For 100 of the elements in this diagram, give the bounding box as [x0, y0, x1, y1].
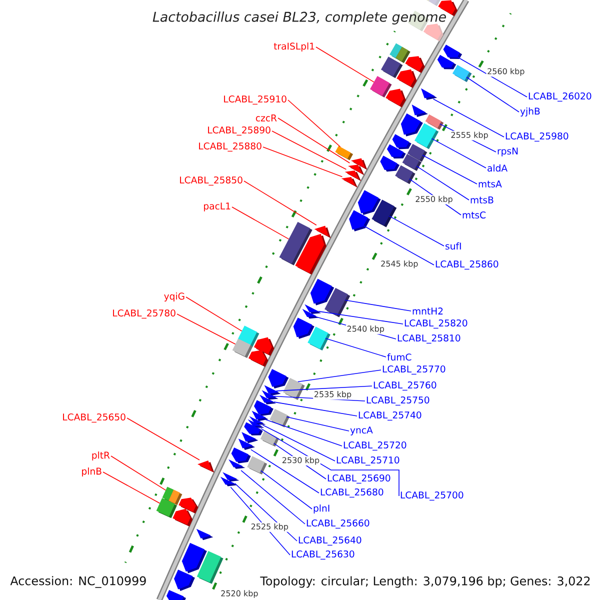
tick-label: 2520 kbp	[220, 589, 260, 599]
gene-label: yjhB	[520, 107, 540, 116]
leader-line	[344, 300, 412, 312]
gene-label: LCABL_25750	[366, 396, 430, 406]
leader-line	[110, 456, 166, 491]
gene-block	[443, 44, 462, 60]
leader-line	[232, 206, 290, 240]
leader-line	[102, 472, 160, 504]
leader-line	[288, 100, 341, 148]
leader-line	[316, 46, 374, 82]
gene-label: LCABL_25660	[306, 519, 370, 529]
gene-label: LCABL_25980	[506, 132, 568, 142]
gene-label: mtsB	[470, 196, 494, 204]
leader-line	[244, 180, 317, 226]
gene-label: LCABL_25680	[320, 488, 384, 498]
gene-label: LCABL_25650	[63, 413, 126, 423]
gene-label: LCABL_25690	[328, 474, 390, 484]
leader-line	[432, 98, 504, 138]
gene-label: pacL1	[204, 202, 230, 212]
gene-block	[279, 222, 326, 275]
leader-line	[260, 470, 312, 510]
leader-line	[466, 76, 520, 112]
leader-line	[272, 130, 347, 170]
leader-line	[456, 56, 528, 98]
leader-line	[262, 146, 343, 178]
tick-label: 2525 kbp	[250, 522, 290, 532]
gene-label: mtsC	[462, 211, 486, 218]
gene-block	[238, 438, 256, 450]
leader-line	[278, 118, 350, 164]
leader-line	[416, 166, 470, 200]
gene-label: yncA	[350, 426, 373, 436]
gene-block	[302, 308, 319, 319]
gene-block	[166, 590, 186, 600]
tick-label: 2535 kbp	[313, 390, 352, 400]
gene-block	[198, 460, 214, 473]
gene-label: LCABL_25630	[292, 550, 354, 560]
gene-block	[370, 76, 406, 108]
gene-label: plnB	[82, 468, 102, 476]
gene-label: LCABL_25720	[344, 441, 406, 451]
gene-label: LCABL_25820	[404, 319, 468, 329]
tick-label: 2545 kbp	[380, 260, 420, 269]
gene-label: LCABL_25860	[436, 260, 498, 270]
gene-label: aldA	[488, 164, 508, 172]
gene-block	[228, 459, 246, 469]
gene-block	[349, 210, 370, 232]
leader-line	[264, 419, 342, 446]
gene-label: LCABL_25640	[298, 536, 362, 546]
leader-line	[286, 416, 350, 432]
gene-block	[293, 318, 330, 351]
gene-label: czcR	[256, 114, 277, 122]
leader-line	[186, 296, 242, 332]
leader-line	[250, 449, 320, 494]
gene-block	[310, 278, 350, 318]
gene-label: LCABL_26020	[528, 92, 592, 102]
gene-label: LCABL_25850	[180, 176, 242, 186]
gene-label: pltR	[92, 452, 110, 460]
tick-label: 2540 kbp	[346, 324, 386, 334]
gene-label: traISLpl1	[274, 42, 314, 52]
gene-block	[220, 476, 238, 486]
tick-label: 2530 kbp	[281, 456, 320, 466]
footer-text: Accession: NC_010999	[10, 576, 146, 588]
gene-block	[341, 176, 358, 188]
leader-line	[273, 402, 358, 416]
leader-line	[276, 386, 372, 392]
gene-label: plnI	[314, 504, 330, 514]
gene-label: LCABL_25700	[400, 491, 464, 501]
gene-label: LCABL_25880	[199, 142, 262, 152]
gene-label: LCABL_25770	[382, 365, 446, 375]
gene-block	[196, 528, 214, 540]
leader-line	[260, 428, 400, 496]
leader-line	[388, 216, 444, 246]
title: Lactobacillus casei BL23, complete genome	[152, 12, 446, 24]
gene-block	[421, 88, 438, 100]
gene-label: sufI	[446, 242, 461, 250]
tick-label: 2550 kbp	[414, 195, 454, 204]
gene-label: LCABL_25760	[374, 381, 436, 391]
leader-line	[126, 418, 200, 460]
leader-line	[176, 314, 236, 345]
gene-label: LCABL_25710	[336, 456, 400, 466]
gene-label: mtsA	[478, 180, 502, 188]
tick-label: 2555 kbp	[450, 130, 490, 140]
gene-block	[380, 156, 416, 184]
leader-line	[325, 338, 386, 358]
leader-line	[363, 225, 434, 266]
leader-line	[422, 154, 478, 184]
gene-label: mntH2	[412, 308, 443, 314]
gene-label: LCABL_25910	[224, 95, 286, 105]
footer-text: Topology: circular; Length: 3,079,196 bp; Genes: 3,022	[260, 576, 590, 588]
tick-label: 2560 kbp	[486, 67, 526, 77]
gene-label: LCABL_25740	[358, 411, 422, 421]
gene-block	[437, 54, 472, 82]
gene-block	[156, 498, 193, 526]
leader-line	[298, 370, 382, 382]
leader-line	[240, 470, 306, 524]
leader-line	[262, 424, 336, 462]
leader-line	[431, 138, 486, 168]
gene-label: LCABL_25780	[113, 309, 176, 319]
gene-label: LCABL_25810	[398, 334, 460, 344]
gene-label: yqiG	[164, 292, 184, 302]
gene-label: LCABL_25890	[208, 126, 270, 136]
